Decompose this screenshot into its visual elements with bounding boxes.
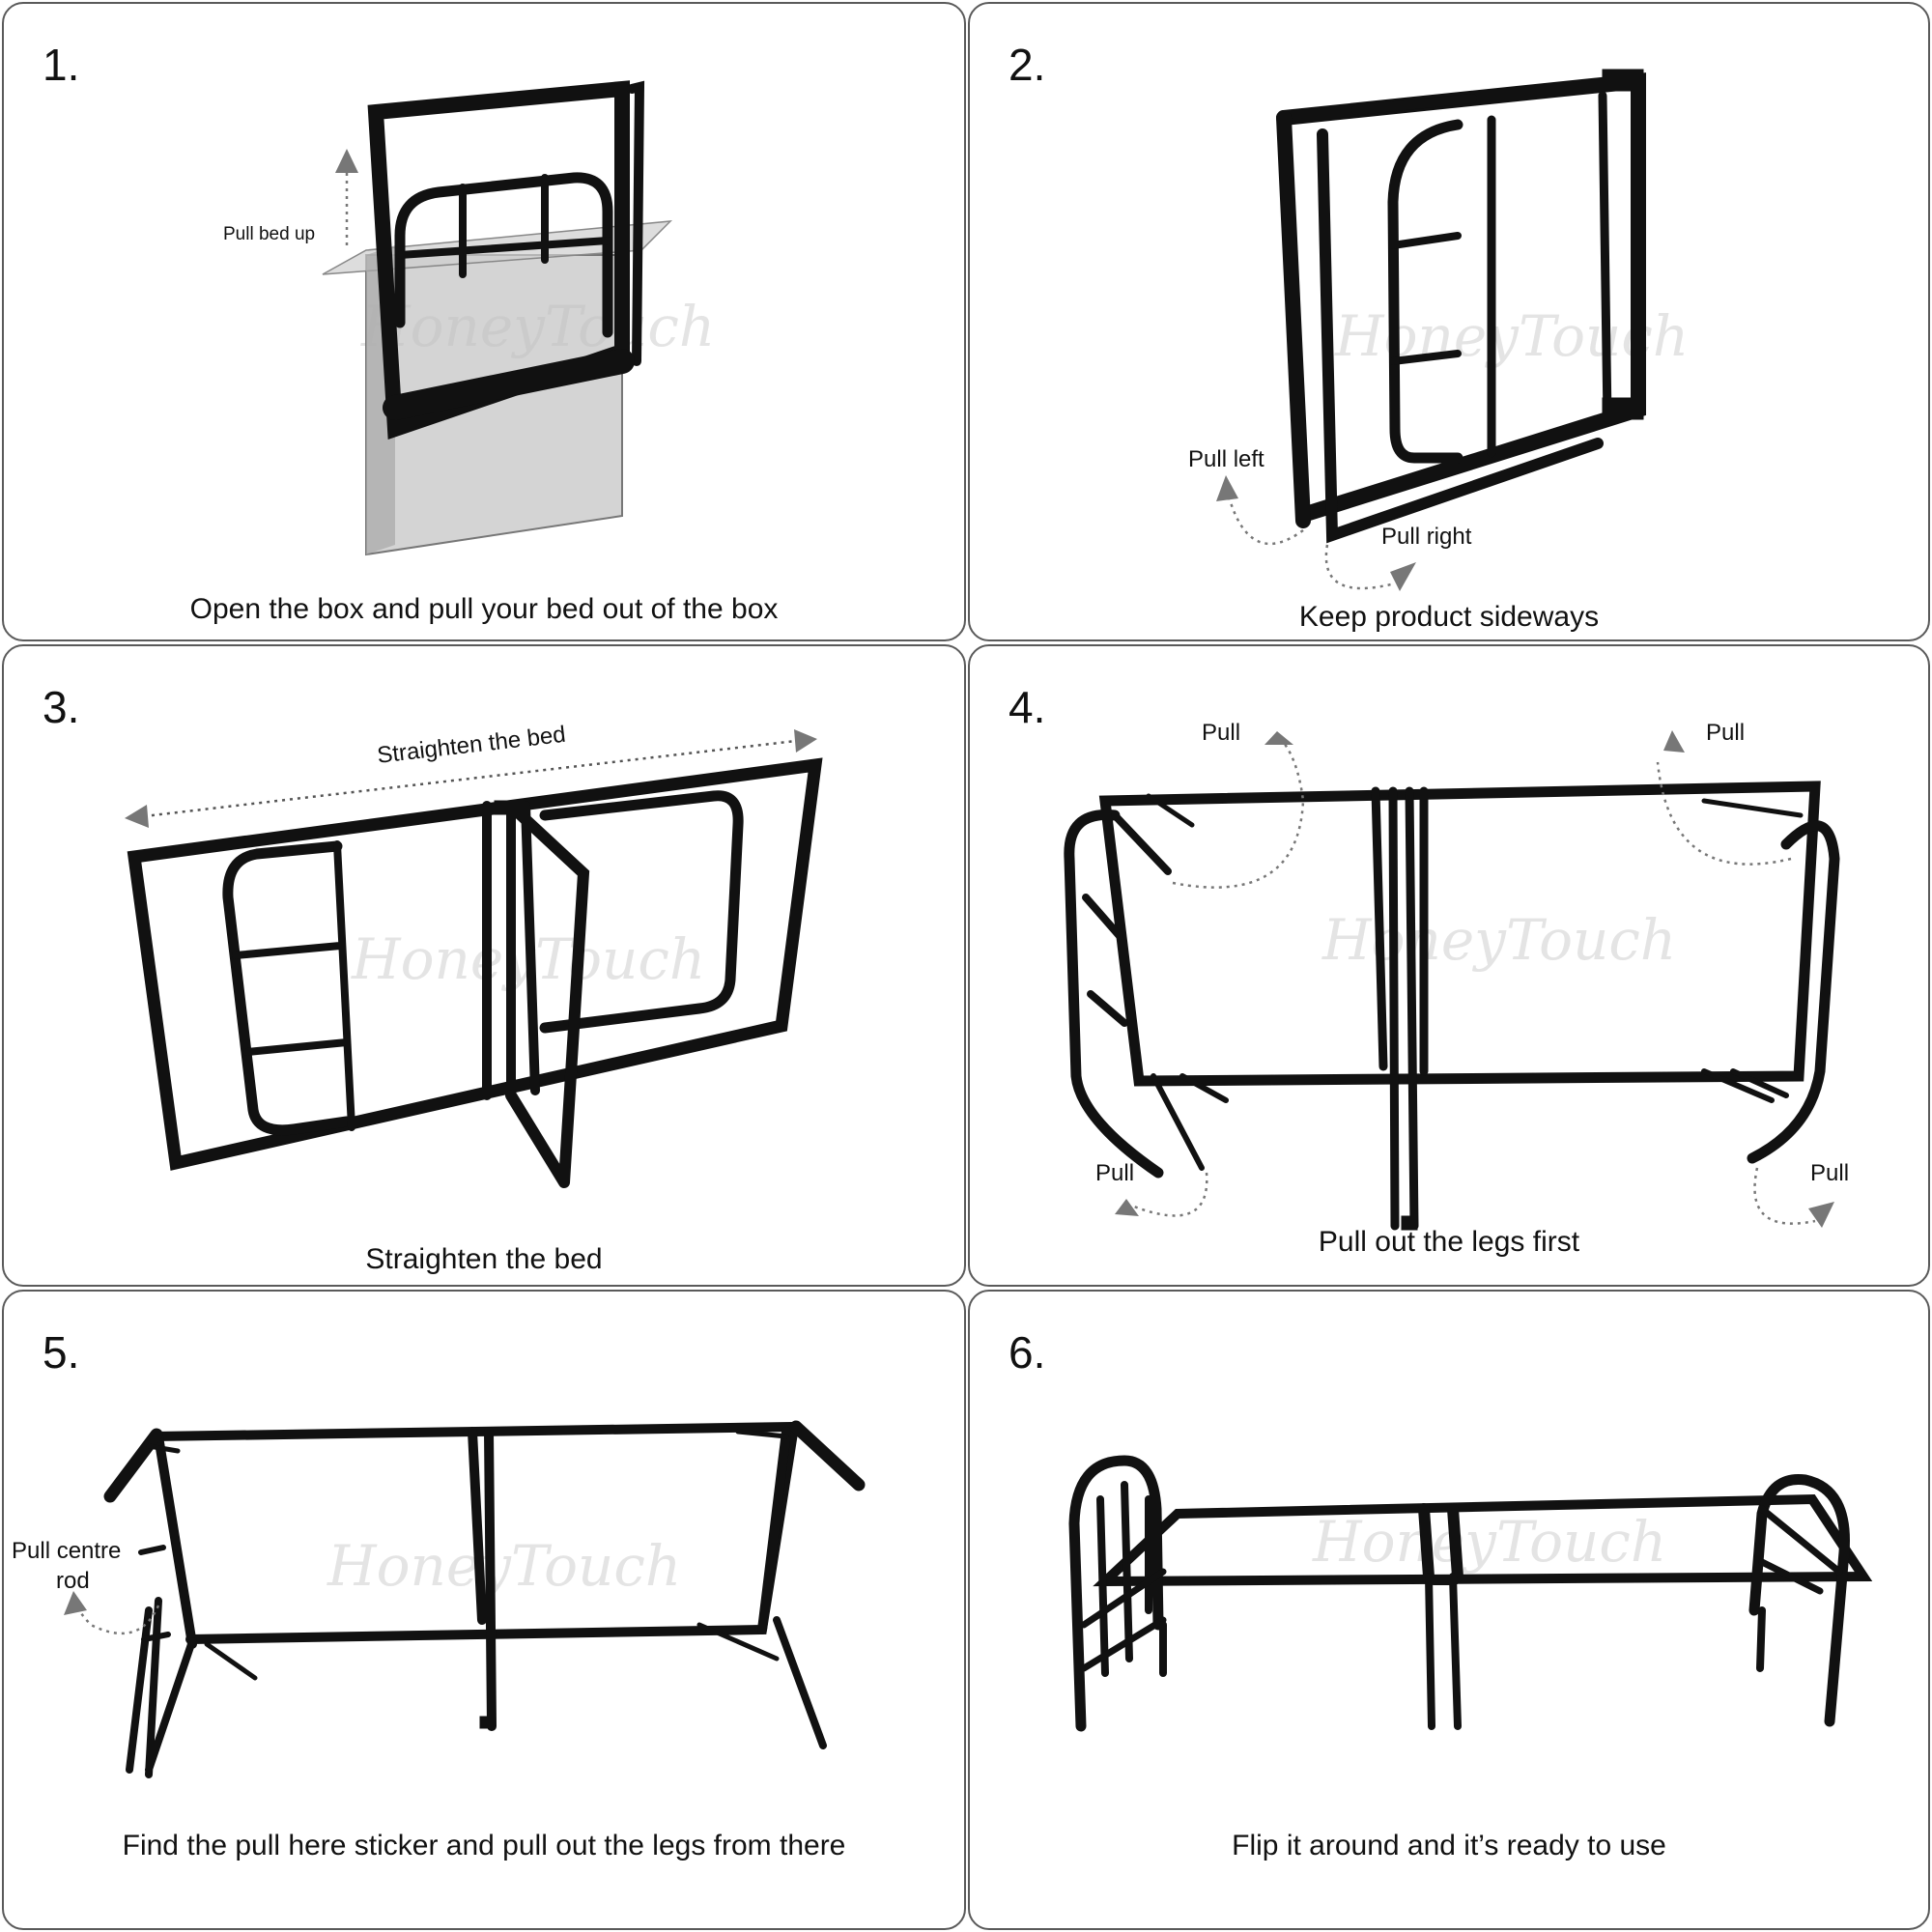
pull-top-left-label: Pull xyxy=(1202,720,1241,746)
step-number: 3. xyxy=(43,682,80,732)
step-panel-1: 1. HoneyTouch Pull bed up Open the box a… xyxy=(2,2,966,641)
step-number: 1. xyxy=(43,40,80,90)
folding-bed-frame-icon xyxy=(127,757,823,1188)
pull-top-right-label: Pull xyxy=(1706,720,1746,746)
step-caption: Pull out the legs first xyxy=(1318,1226,1580,1258)
brand-watermark: HoneyTouch xyxy=(1313,1509,1667,1575)
step-number: 4. xyxy=(1009,682,1046,732)
step-number: 2. xyxy=(1009,40,1046,90)
step-panel-6: 6. HoneyTouch Flip it around and it’s re… xyxy=(968,1290,1930,1930)
sideways-frame-illustration xyxy=(1216,69,1646,591)
folding-bed-frame-icon xyxy=(1276,69,1646,544)
assembled-bed-illustration xyxy=(1068,1455,1873,1732)
pull-centre-rod-label-line1: Pull centre xyxy=(12,1538,122,1564)
folding-bed-frame-icon xyxy=(1064,781,1840,1231)
dotted-arrow-icon xyxy=(1115,730,1834,1228)
legs-out-frame-illustration xyxy=(1064,730,1840,1231)
step-caption: Straighten the bed xyxy=(365,1243,603,1275)
folding-bed-frame-icon xyxy=(367,80,645,440)
pull-right-label: Pull right xyxy=(1381,524,1472,550)
step-caption: Keep product sideways xyxy=(1298,601,1600,633)
step-number: 5. xyxy=(43,1327,80,1378)
brand-watermark: HoneyTouch xyxy=(327,1533,682,1599)
dotted-arrow-icon xyxy=(335,149,358,245)
step-panel-3: 3. HoneyTouch Straighten the bed Straigh… xyxy=(2,644,966,1287)
dotted-arrow-icon xyxy=(125,729,817,828)
pull-bottom-right-label: Pull xyxy=(1810,1160,1850,1186)
step-panel-5: 5. HoneyTouch Pull centre rod Find the p… xyxy=(2,1290,966,1930)
pull-centre-rod-label-line2: rod xyxy=(56,1568,90,1594)
pull-bottom-left-label: Pull xyxy=(1095,1160,1135,1186)
step-caption: Flip it around and it’s ready to use xyxy=(1232,1830,1666,1861)
dotted-arrow-icon xyxy=(1216,475,1416,591)
step-caption: Open the box and pull your bed out of th… xyxy=(189,593,779,625)
centre-rod-frame-illustration xyxy=(64,1420,866,1778)
pull-left-label: Pull left xyxy=(1188,446,1264,472)
step-panel-4: 4. HoneyTouch Pull Pull Pull Pull Pull o… xyxy=(968,644,1930,1287)
pull-bed-up-label: Pull bed up xyxy=(223,224,316,244)
step-panel-2: 2. HoneyTouch Pull left Pull right Keep … xyxy=(968,2,1930,641)
folding-bed-frame-icon xyxy=(103,1420,866,1778)
step-number: 6. xyxy=(1009,1327,1046,1378)
bed-in-box-illustration xyxy=(322,80,673,556)
folding-bed-frame-icon xyxy=(1068,1455,1873,1732)
straightened-frame-illustration xyxy=(125,729,823,1188)
step-caption: Find the pull here sticker and pull out … xyxy=(122,1830,846,1861)
dotted-arrow-icon xyxy=(64,1591,160,1635)
